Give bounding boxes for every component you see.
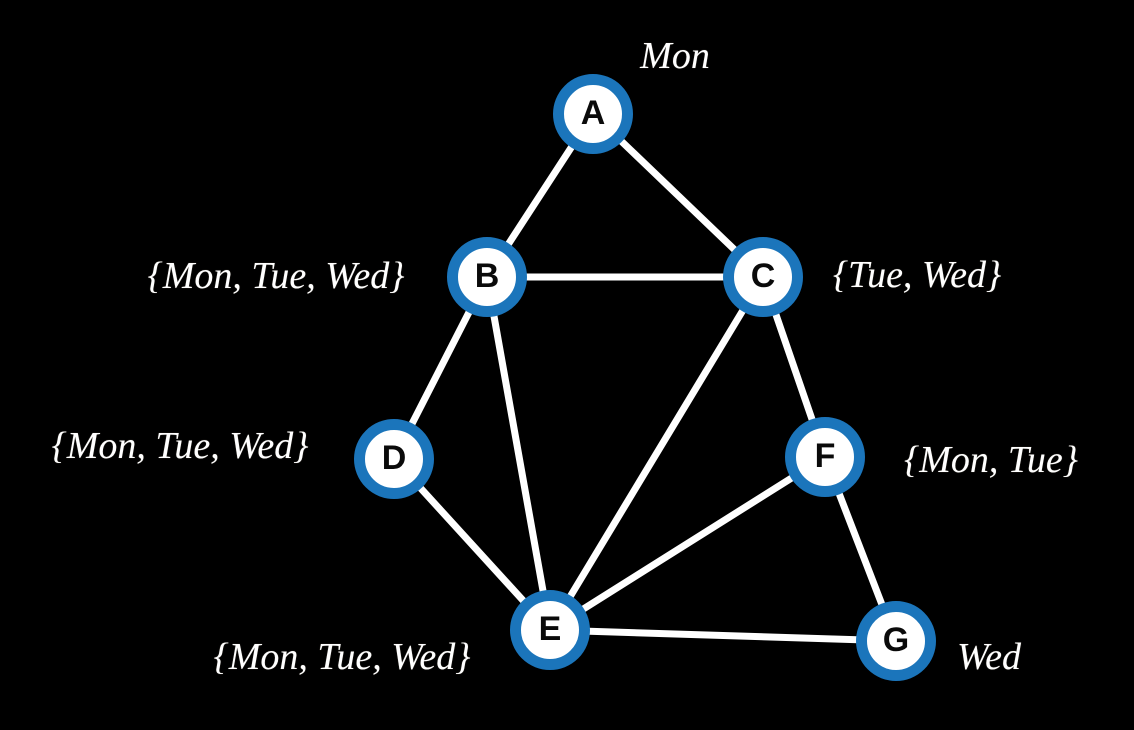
node-letter-F: F (814, 437, 836, 475)
node-letter-B: B (474, 257, 500, 295)
domain-label-E: {Mon, Tue, Wed} (213, 636, 471, 678)
domain-label-G: Wed (956, 636, 1022, 678)
edge-E-G (546, 626, 900, 645)
node-letter-A: A (580, 94, 606, 132)
domain-label-B: {Mon, Tue, Wed} (147, 255, 405, 297)
node-letter-G: G (882, 621, 910, 659)
node-D: D (354, 419, 434, 499)
edge-B-E (483, 273, 554, 634)
node-letter-E: E (538, 610, 562, 648)
node-G: G (856, 601, 936, 681)
node-C: C (723, 237, 803, 317)
node-letter-D: D (381, 439, 407, 477)
node-letter-C: C (750, 257, 776, 295)
domain-label-F: {Mon, Tue} (904, 439, 1078, 481)
edge-C-E (546, 273, 767, 634)
domain-label-D: {Mon, Tue, Wed} (51, 425, 309, 467)
node-A: A (553, 74, 633, 154)
domain-label-C: {Tue, Wed} (832, 254, 1002, 296)
node-B: B (447, 237, 527, 317)
node-F: F (785, 417, 865, 497)
edge-E-F (546, 453, 829, 634)
domain-label-A: Mon (640, 35, 710, 77)
node-E: E (510, 590, 590, 670)
